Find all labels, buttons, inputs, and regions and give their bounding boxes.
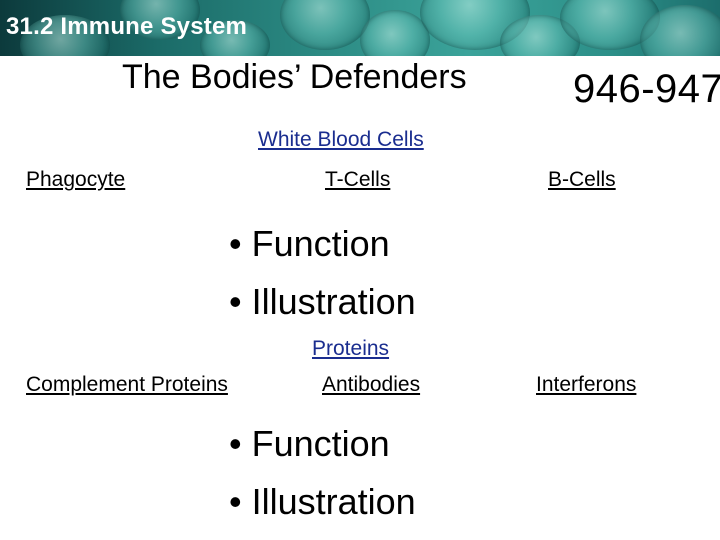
header-banner: 31.2 Immune System (0, 0, 720, 56)
white-blood-cells-link[interactable]: White Blood Cells (258, 128, 424, 151)
antibodies-link[interactable]: Antibodies (322, 373, 421, 396)
page-title: The Bodies’ Defenders (122, 58, 467, 96)
cell-image (20, 15, 110, 56)
cell-image (640, 5, 720, 56)
cell-image (360, 10, 430, 56)
complement-proteins-link[interactable]: Complement Proteins (26, 373, 228, 396)
interferons-link[interactable]: Interferons (536, 373, 637, 396)
section-label-text: 31.2 Immune System (6, 13, 248, 40)
t-cells-link[interactable]: T-Cells (325, 168, 391, 191)
cell-image (200, 20, 270, 56)
bullet-function: • Function (229, 423, 390, 464)
proteins-link[interactable]: Proteins (312, 337, 390, 360)
bullet-illustration: • Illustration (229, 281, 416, 322)
page-numbers: 946-947 (573, 67, 720, 111)
bullet-illustration: • Illustration (229, 481, 416, 522)
section-label: 31.2 Immune System (0, 0, 300, 56)
b-cells-link[interactable]: B-Cells (548, 168, 616, 191)
phagocyte-link[interactable]: Phagocyte (26, 168, 126, 191)
bullet-function: • Function (229, 223, 390, 264)
